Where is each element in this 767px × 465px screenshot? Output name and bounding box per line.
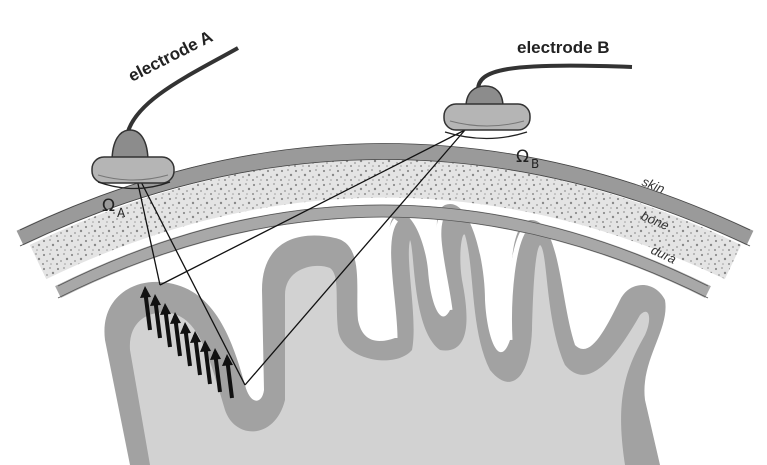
omega-b-subscript: B xyxy=(531,157,539,171)
electrode-b-label: electrode B xyxy=(517,38,610,57)
electrode-a-label: electrode A xyxy=(125,27,216,86)
omega-b-symbol: Ω xyxy=(516,147,529,167)
omega-b-angle-icon xyxy=(445,132,527,139)
omega-a-symbol: Ω xyxy=(102,196,115,216)
electrode-b-cable xyxy=(478,66,632,90)
electrode-b-icon xyxy=(444,66,632,130)
omega-a-subscript: A xyxy=(117,206,126,220)
